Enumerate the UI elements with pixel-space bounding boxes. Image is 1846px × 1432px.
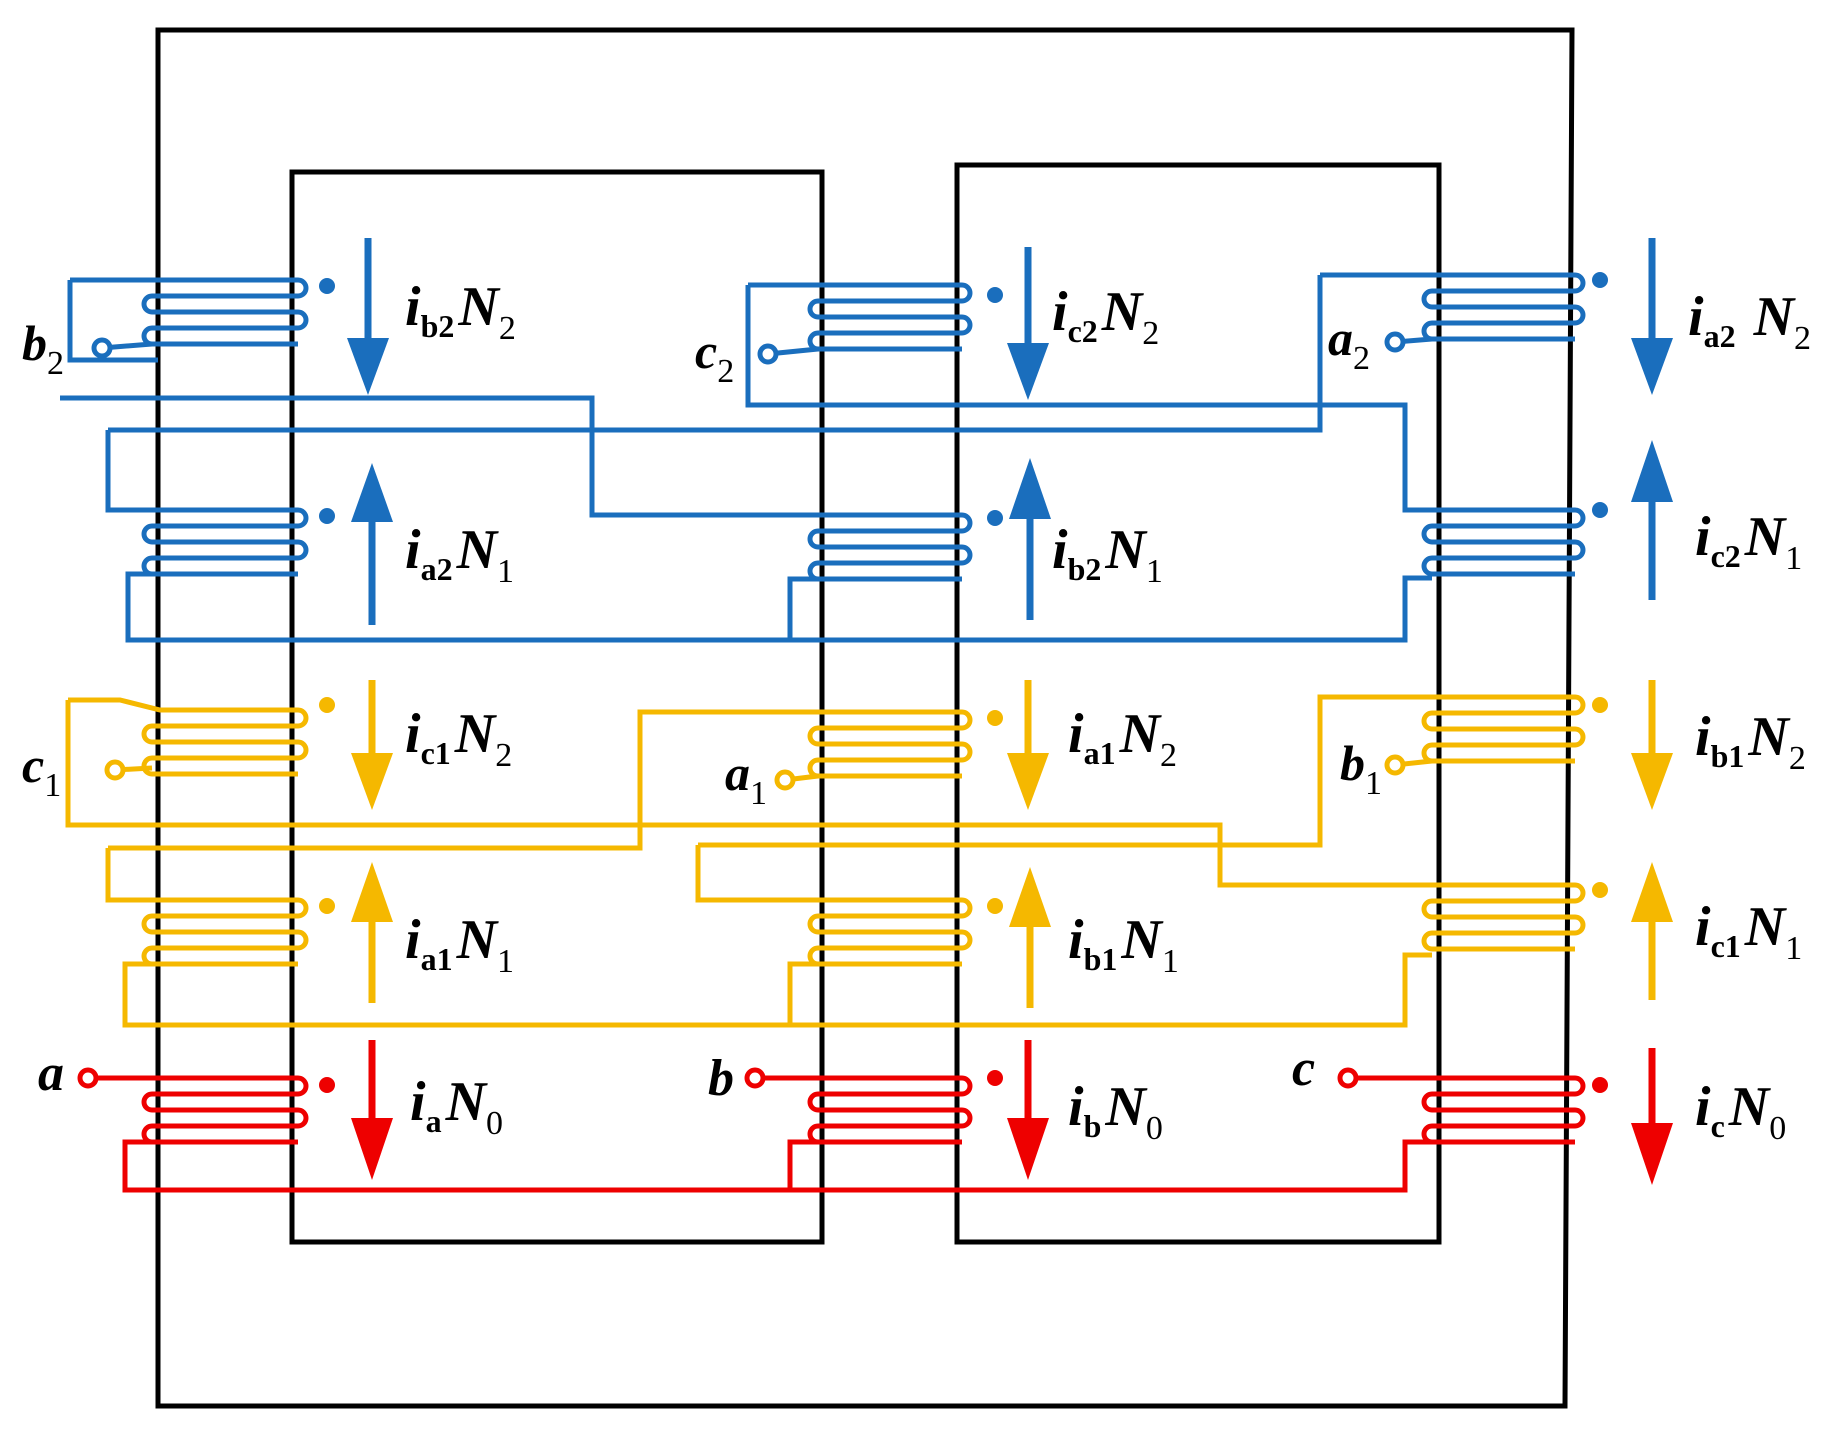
label-b2: b2 <box>22 315 64 382</box>
arrow-down-icon <box>351 680 393 810</box>
coil-c1-N1 <box>1220 882 1586 952</box>
label-b1: b1 <box>1340 735 1382 802</box>
coil-a2-N1 <box>105 275 1323 643</box>
arrow-down-icon <box>347 238 389 395</box>
mmf-arrows-1 <box>351 680 1673 1008</box>
coil-b-N0 <box>755 1075 1432 1193</box>
terminal-c1 <box>104 759 126 781</box>
arrow-down-icon <box>1631 238 1673 395</box>
arrow-down-icon <box>351 1040 393 1180</box>
winding-group-1 <box>65 694 1586 1028</box>
mmf-label-ia2N1: ia2N1 <box>405 519 514 590</box>
coil-b1-N1 <box>695 845 1432 1028</box>
arrow-up-icon <box>351 463 393 625</box>
terminal-a <box>77 1067 99 1089</box>
polarity-dots-1 <box>319 697 1608 914</box>
label-b: b <box>708 1050 734 1107</box>
coil-a1-N1 <box>105 848 790 1028</box>
terminal-c2 <box>757 343 779 365</box>
terminal-b2 <box>91 337 113 359</box>
label-a: a <box>38 1045 64 1102</box>
label-c: c <box>1292 1040 1315 1097</box>
terminal-c <box>1337 1067 1359 1089</box>
label-c1: c1 <box>22 737 61 804</box>
winding-group-0 <box>77 1067 1586 1193</box>
arrow-down-icon <box>1007 680 1049 810</box>
mmf-label-ib1N2: ib1N2 <box>1695 706 1806 777</box>
polarity-dots-2 <box>319 272 1608 526</box>
label-a1: a1 <box>725 745 767 812</box>
core-window-right <box>954 162 1442 1245</box>
arrow-down-icon <box>1631 1048 1673 1185</box>
arrow-down-icon <box>1007 247 1049 400</box>
coil-a1-N2 <box>108 709 973 851</box>
coil-c2-N1 <box>1405 507 1586 577</box>
mmf-label-icN0: icN0 <box>1695 1076 1786 1147</box>
coil-b2-N1 <box>60 395 1432 643</box>
label-a2: a2 <box>1328 310 1370 377</box>
coil-a2-N2 <box>1320 272 1586 345</box>
mmf-label-ic2N1: ic2N1 <box>1695 506 1802 577</box>
mmf-label-iaN0: iaN0 <box>410 1071 503 1142</box>
polarity-dots-0 <box>319 1070 1608 1093</box>
arrow-up-icon <box>1009 458 1051 620</box>
arrow-up-icon <box>351 862 393 1003</box>
core-window-left <box>289 169 825 1245</box>
terminal-a1 <box>774 769 796 791</box>
mmf-label-ic2N2: ic2N2 <box>1052 281 1159 352</box>
label-c2: c2 <box>695 323 734 390</box>
mmf-arrows-0 <box>351 1040 1673 1185</box>
arrow-up-icon <box>1631 862 1673 1000</box>
mmf-label-ic1N2: ic1N2 <box>405 703 512 774</box>
coil-c2-N2 <box>745 282 1572 513</box>
arrow-up-icon <box>1631 440 1673 600</box>
mmf-arrows-2 <box>347 238 1673 625</box>
winding-group-2 <box>60 272 1586 643</box>
coil-a-N0 <box>88 1075 790 1193</box>
mmf-label-ia1N1: ia1N1 <box>405 909 514 980</box>
mmf-label-ib2N2: ib2N2 <box>405 276 516 347</box>
mmf-label-ibN0: ibN0 <box>1068 1076 1163 1147</box>
mmf-label-ic1N1: ic1N1 <box>1695 896 1802 967</box>
arrow-down-icon <box>1631 680 1673 810</box>
terminal-labels: b2 c2 a2 c1 a1 b1 a b c <box>22 310 1382 1107</box>
mmf-label-ia1N2: ia1N2 <box>1068 703 1177 774</box>
terminal-b1 <box>1384 754 1406 776</box>
terminal-a2 <box>1384 331 1406 353</box>
mmf-label-ib2N1: ib2N1 <box>1052 519 1163 590</box>
arrow-up-icon <box>1009 867 1051 1008</box>
mmf-label-ib1N1: ib1N1 <box>1068 909 1179 980</box>
arrow-down-icon <box>1007 1040 1049 1180</box>
terminal-b <box>744 1067 766 1089</box>
coil-c-N0 <box>1348 1075 1586 1145</box>
